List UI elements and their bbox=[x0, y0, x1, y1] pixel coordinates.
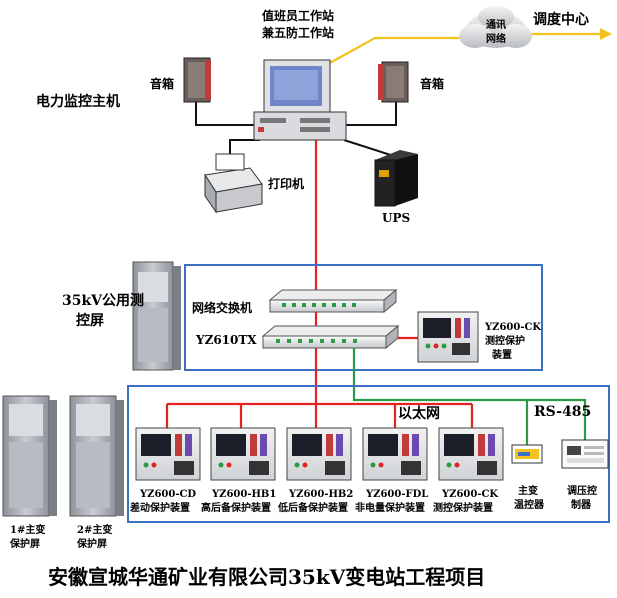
device-fdl-model: YZ600-FDL bbox=[365, 489, 428, 500]
workstation-computer bbox=[253, 59, 347, 141]
speaker-right bbox=[378, 61, 409, 103]
ethernet-label: 以太网 bbox=[398, 405, 440, 422]
ups-label: UPS bbox=[382, 211, 410, 225]
device-ck-desc: 测控保护装置 bbox=[433, 501, 493, 514]
speaker-left bbox=[183, 57, 211, 103]
printer bbox=[204, 153, 263, 214]
public-screen-cabinet bbox=[132, 261, 181, 371]
yz610tx-switch bbox=[261, 324, 400, 350]
device-hb2-desc: 低后备保护装置 bbox=[277, 501, 348, 514]
device-hb2-model: YZ600-HB2 bbox=[288, 489, 353, 500]
network-cloud: 通讯 网络 bbox=[459, 6, 532, 48]
network-box-links bbox=[314, 312, 587, 445]
printer-label: 打印机 bbox=[268, 176, 304, 191]
device-hb1 bbox=[210, 427, 276, 481]
protection-screen-1-line2: 保护屏 bbox=[9, 537, 40, 550]
network-switch bbox=[268, 288, 398, 314]
page-title: 安徽宣城华通矿业有限公司35kV变电站工程项目 bbox=[48, 565, 485, 589]
tap-controller-label-line2: 制器 bbox=[571, 498, 592, 511]
device-cd bbox=[135, 427, 201, 481]
tap-changer-controller bbox=[561, 439, 609, 469]
public-screen-label-line1: 35kV公用测 bbox=[62, 292, 144, 309]
protection-screen-2-line1: 2#主变 bbox=[77, 523, 112, 536]
speaker-right-label: 音箱 bbox=[420, 76, 444, 91]
public-screen-label-line2: 控屏 bbox=[76, 312, 104, 329]
cloud-label-line1: 通讯 bbox=[486, 18, 506, 31]
ck-device-label-line3: 装置 bbox=[491, 348, 512, 361]
device-fdl bbox=[362, 427, 428, 481]
protection-screen-1-line1: 1#主变 bbox=[10, 523, 45, 536]
protection-cabinet-1 bbox=[2, 395, 57, 517]
speaker-left-label: 音箱 bbox=[150, 76, 174, 91]
monitor-host-label: 电力监控主机 bbox=[36, 93, 120, 110]
workstation-label-line1: 值班员工作站 bbox=[262, 8, 334, 23]
temp-controller-label-line1: 主变 bbox=[518, 484, 538, 497]
ck-device-label-line2: 测控保护 bbox=[485, 334, 525, 347]
workstation-dispatch-link bbox=[327, 28, 612, 65]
protection-cabinet-2 bbox=[69, 395, 124, 517]
device-hb1-model: YZ600-HB1 bbox=[211, 489, 276, 500]
network-box bbox=[184, 264, 543, 371]
device-cd-desc: 差动保护装置 bbox=[130, 501, 190, 514]
dispatch-center-label: 调度中心 bbox=[533, 11, 589, 28]
device-fdl-desc: 非电量保护装置 bbox=[355, 501, 425, 514]
cloud-label-line2: 网络 bbox=[486, 32, 506, 45]
transformer-temp-controller bbox=[511, 444, 543, 464]
device-cd-model: YZ600-CD bbox=[139, 489, 196, 500]
switch-label: 网络交换机 bbox=[192, 300, 252, 315]
device-ck bbox=[438, 427, 504, 481]
temp-controller-label-line2: 温控器 bbox=[514, 498, 545, 511]
workstation-label-line2: 兼五防工作站 bbox=[261, 25, 334, 40]
device-box bbox=[127, 385, 610, 523]
rs485-label: RS-485 bbox=[534, 404, 591, 420]
ethernet-bus bbox=[165, 402, 474, 428]
yz610tx-label: YZ610TX bbox=[195, 333, 257, 347]
protection-screen-2-line2: 保护屏 bbox=[76, 537, 107, 550]
ck-device-box bbox=[417, 311, 479, 363]
ck-device-label-line1: YZ600-CK bbox=[484, 322, 541, 333]
tap-controller-label-line1: 调压控 bbox=[567, 484, 597, 497]
device-ck-model: YZ600-CK bbox=[441, 489, 498, 500]
ups-unit bbox=[374, 150, 418, 207]
device-hb2 bbox=[286, 427, 352, 481]
device-hb1-desc: 高后备保护装置 bbox=[201, 501, 271, 514]
